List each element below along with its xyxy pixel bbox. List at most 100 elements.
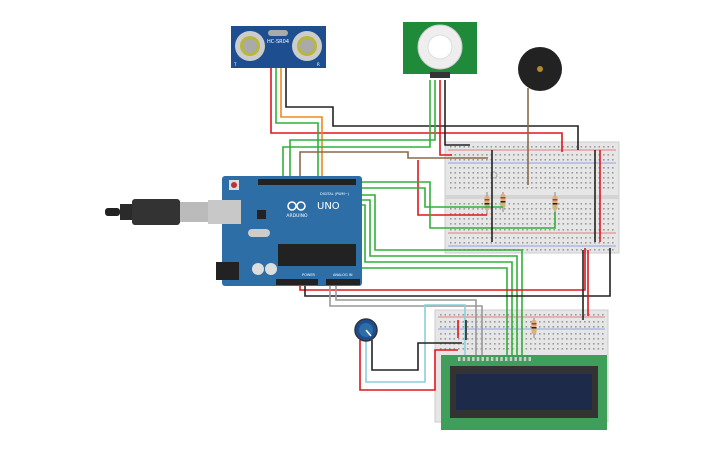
breadboard-hole <box>539 348 541 350</box>
breadboard-hole <box>495 213 497 215</box>
breadboard-hole <box>444 314 447 316</box>
breadboard-hole <box>485 314 487 316</box>
lcd-pin <box>505 357 508 361</box>
breadboard-hole <box>499 172 502 174</box>
breadboard-hole <box>454 208 457 210</box>
breadboard-hole <box>454 146 457 148</box>
breadboard-hole <box>454 182 457 184</box>
breadboard-hole <box>444 333 447 335</box>
breadboard-hole <box>513 242 515 244</box>
led[interactable] <box>490 171 498 179</box>
piezo-buzzer[interactable] <box>518 47 562 91</box>
breadboard-hole <box>603 213 605 215</box>
breadboard-hole <box>553 237 556 239</box>
breadboard-hole <box>566 326 568 328</box>
breadboard-hole <box>485 333 487 335</box>
breadboard-hole <box>543 314 546 316</box>
breadboard-hole <box>517 213 520 215</box>
breadboard-hole <box>486 167 488 169</box>
breadboard-hole <box>558 177 560 179</box>
breadboard-hole <box>602 343 604 345</box>
breadboard-hole <box>576 237 578 239</box>
breadboard-hole <box>549 182 551 184</box>
resistor[interactable] <box>531 318 537 338</box>
breadboard-hole <box>503 348 505 350</box>
breadboard-hole <box>459 182 461 184</box>
breadboard-hole <box>589 167 592 169</box>
breadboard-hole <box>558 154 560 156</box>
potentiometer[interactable] <box>354 318 378 342</box>
breadboard-hole <box>612 177 614 179</box>
breadboard-hole <box>531 146 533 148</box>
breadboard-hole <box>557 314 559 316</box>
breadboard-hole <box>526 213 529 215</box>
ultrasonic-sensor[interactable]: HC-SR04 T R <box>231 26 326 68</box>
resistor[interactable] <box>552 192 558 215</box>
breadboard-hole <box>580 237 583 239</box>
breadboard-hole <box>585 242 587 244</box>
breadboard-hole <box>585 218 587 220</box>
breadboard-hole <box>603 223 605 225</box>
breadboard-hole <box>467 321 469 323</box>
breadboard-hole <box>585 203 587 205</box>
breadboard-hole <box>454 213 457 215</box>
breadboard-hole <box>535 154 538 156</box>
breadboard-hole <box>495 223 497 225</box>
breadboard-hole <box>607 177 610 179</box>
breadboard-hole <box>526 218 529 220</box>
breadboard-hole <box>531 213 533 215</box>
breadboard-hole <box>459 242 461 244</box>
breadboard-hole <box>535 146 538 148</box>
pir-sensor[interactable] <box>403 22 477 78</box>
lcd-pin <box>509 357 513 361</box>
breadboard-hole <box>477 242 479 244</box>
breadboard-hole <box>449 338 451 340</box>
lcd-pin <box>481 357 484 361</box>
breadboard-hole <box>576 167 578 169</box>
lcd-pin <box>500 357 503 361</box>
breadboard-hole <box>539 333 541 335</box>
breadboard-hole <box>540 218 542 220</box>
breadboard-hole <box>504 154 506 156</box>
breadboard-hole <box>450 182 452 184</box>
breadboard-hole <box>593 343 595 345</box>
breadboard-hole <box>454 203 457 205</box>
breadboard-hole <box>584 348 586 350</box>
breadboard-hole <box>453 348 456 350</box>
breadboard-hole <box>571 182 574 184</box>
breadboard-hole <box>531 237 533 239</box>
breadboard-hole <box>507 321 510 323</box>
breadboard-hole <box>567 146 569 148</box>
resistor[interactable] <box>500 192 506 212</box>
breadboard-hole <box>459 223 461 225</box>
breadboard-hole <box>540 249 542 251</box>
breadboard-hole <box>567 229 569 231</box>
breadboard-hole <box>458 314 460 316</box>
lcd-display[interactable] <box>441 355 607 430</box>
lcd-pin <box>519 357 522 361</box>
breadboard-hole <box>571 187 574 189</box>
breadboard-hole <box>579 314 582 316</box>
breadboard-hole <box>531 182 533 184</box>
breadboard-hole <box>558 182 560 184</box>
breadboard-hole <box>499 177 502 179</box>
breadboard-hole <box>453 314 456 316</box>
breadboard-hole <box>594 146 596 148</box>
breadboard-hole <box>503 326 505 328</box>
breadboard-hole <box>489 333 492 335</box>
arduino-uno[interactable]: ARDUINO UNO DIGITAL (PWM~) POWER ANALOG … <box>208 176 362 286</box>
breadboard-hole <box>462 314 465 316</box>
breadboard-hole <box>544 213 547 215</box>
breadboard-top[interactable] <box>444 141 620 254</box>
breadboard-hole <box>463 146 466 148</box>
breadboard-hole <box>562 218 565 220</box>
breadboard-hole <box>494 343 496 345</box>
breadboard-hole <box>508 213 511 215</box>
breadboard-hole <box>467 326 469 328</box>
lcd-pin <box>467 357 470 361</box>
breadboard-hole <box>549 159 551 161</box>
breadboard-hole <box>481 187 484 189</box>
breadboard-hole <box>597 333 600 335</box>
breadboard-hole <box>504 167 506 169</box>
breadboard-hole <box>495 242 497 244</box>
